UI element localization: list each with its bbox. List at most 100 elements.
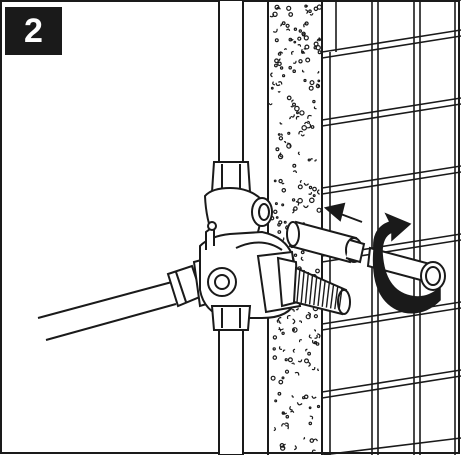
plaster-speckle — [279, 66, 284, 70]
plaster-speckle — [312, 99, 316, 104]
plaster-speckle — [317, 50, 322, 55]
plaster-speckle — [270, 375, 276, 381]
plaster-speckle — [300, 256, 304, 261]
plaster-speckle — [272, 355, 278, 360]
plaster-speckle — [291, 395, 295, 398]
plaster-speckle — [284, 358, 288, 362]
plaster-speckle — [274, 38, 279, 43]
plaster-speckle — [284, 369, 290, 374]
plaster-speckle — [308, 9, 312, 14]
plaster-speckle — [287, 142, 291, 147]
plaster-speckle — [308, 361, 311, 367]
plaster-speckle — [272, 335, 278, 340]
plaster-speckle — [309, 13, 314, 16]
thread-line — [334, 285, 339, 310]
plaster-speckle — [293, 27, 298, 31]
plaster-speckle — [292, 163, 297, 168]
plaster-speckle — [298, 339, 303, 343]
plaster-speckle — [299, 110, 305, 116]
plaster-speckle — [291, 327, 298, 333]
plaster-speckle — [276, 319, 279, 324]
thread-line — [317, 277, 322, 307]
plaster-speckle — [308, 185, 313, 190]
plaster-speckle — [298, 130, 303, 135]
plaster-speckle — [309, 158, 313, 161]
thread-line — [325, 281, 331, 308]
plaster-speckle — [316, 189, 320, 195]
plaster-speckle — [292, 209, 295, 214]
plaster-speckle — [305, 314, 311, 320]
thread-line — [300, 269, 305, 303]
plaster-speckle — [277, 90, 281, 93]
plaster-speckle — [295, 201, 300, 206]
thread-line — [296, 267, 301, 303]
plaster-speckle — [278, 327, 284, 331]
plaster-speckle — [303, 48, 307, 50]
plaster-speckle — [298, 29, 302, 33]
plaster-speckle — [270, 86, 274, 90]
plaster-speckle — [315, 45, 321, 51]
plaster-speckle — [297, 184, 303, 190]
plaster-speckle — [315, 268, 320, 274]
plaster-speckle — [304, 358, 310, 364]
plaster-speckle — [286, 143, 292, 149]
plaster-speckle — [292, 348, 296, 354]
plaster-speckle — [278, 58, 281, 62]
plaster-speckle — [281, 203, 285, 207]
plaster-speckle — [301, 69, 305, 73]
plaster-speckle — [274, 58, 279, 64]
plaster-speckle — [303, 78, 307, 83]
plaster-speckle — [281, 376, 285, 380]
plaster-speckle — [281, 188, 287, 193]
plaster-speckle — [300, 250, 305, 255]
plaster-speckle — [308, 85, 314, 91]
plaster-speckle — [304, 121, 309, 125]
plaster-speckle — [287, 357, 293, 363]
stem-threads — [296, 267, 343, 311]
plaster-speckle — [297, 151, 301, 156]
plaster-speckle — [285, 28, 291, 32]
thread-line — [321, 279, 326, 307]
plaster-speckle — [282, 349, 286, 352]
plaster-speckle — [293, 206, 298, 211]
plaster-speckle — [286, 95, 292, 101]
plaster-speckle — [281, 423, 286, 427]
plaster-speckle — [279, 122, 283, 125]
plaster-speckle — [303, 35, 309, 41]
plaster-speckle — [309, 80, 315, 86]
plaster-speckle — [288, 65, 293, 70]
plaster-speckle — [303, 23, 307, 28]
plaster-speckle — [293, 445, 297, 451]
plaster-speckle — [287, 131, 291, 135]
plaster-speckle — [314, 334, 318, 339]
plaster-speckle — [294, 105, 300, 112]
plaster-speckle — [317, 333, 321, 339]
plaster-speckle — [309, 438, 315, 443]
plaster-speckle — [291, 362, 295, 365]
plaster-speckle — [313, 341, 318, 345]
plaster-speckle — [290, 410, 295, 413]
plaster-speckle — [283, 220, 287, 224]
plaster-speckle — [300, 134, 305, 137]
plaster-speckle — [303, 436, 306, 440]
plaster-speckle — [285, 23, 290, 28]
thread-line — [338, 287, 343, 311]
plaster-speckle — [277, 391, 282, 396]
plaster-speckle — [313, 41, 319, 47]
plaster-speckle — [290, 114, 295, 118]
plaster-speckle — [277, 52, 282, 56]
plaster-speckle — [291, 198, 296, 202]
vertical-pipe — [218, 0, 244, 455]
plaster-speckle — [278, 321, 282, 324]
plaster-speckle — [317, 70, 320, 74]
horizontal-pipe — [37, 281, 177, 341]
plaster-speckle — [278, 136, 284, 141]
plaster-speckle — [308, 192, 313, 195]
plaster-speckle — [307, 158, 311, 162]
plaster-speckle — [278, 81, 283, 85]
plaster-speckle — [292, 170, 297, 174]
plaster-speckle — [307, 123, 312, 129]
plaster-speckle — [301, 50, 305, 54]
plaster-speckle — [305, 9, 309, 15]
